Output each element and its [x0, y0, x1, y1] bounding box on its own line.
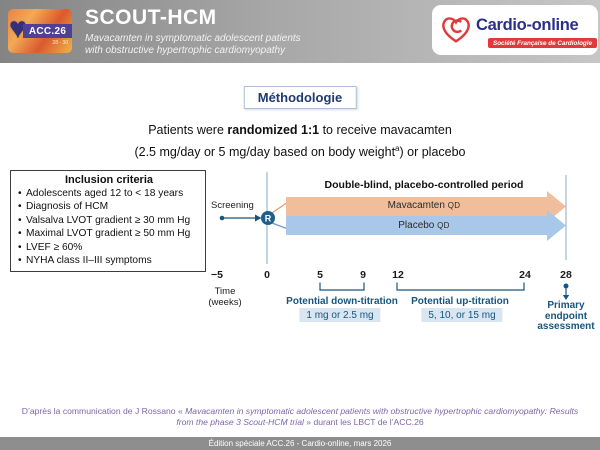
placebo-arrow [286, 210, 566, 241]
time-axis-label: Time (weeks) [200, 286, 250, 308]
randomization-circle [261, 211, 275, 225]
inclusion-item: Valsalva LVOT gradient ≥ 30 mm Hg [17, 214, 201, 228]
up-titration-label: Potential up-titration [411, 296, 509, 307]
footnote-marker: a [395, 143, 400, 153]
cardio-online-logo: Cardio-online Société Française de Cardi… [432, 5, 598, 55]
down-titration-label: Potential down-titration [286, 296, 398, 307]
endpooint-arrowhead [562, 295, 570, 300]
study-title: SCOUT-HCM [85, 6, 217, 29]
intro-line2-prefix: (2.5 mg/day or 5 mg/day based on body we… [134, 144, 396, 159]
randomization-text: Patients were randomized 1:1 to receive … [0, 122, 600, 161]
inclusion-item: NYHA class II–III symptoms [17, 254, 201, 268]
time-label: Time [214, 286, 236, 297]
header-band: ♥ ACC.26 28 - 30 SCOUT-HCM Mavacamten in… [0, 0, 600, 63]
methodologie-button[interactable]: Méthodologie [243, 86, 357, 109]
acc26-dates: 28 - 30 [52, 40, 68, 46]
period-title: Double-blind, placebo-controlled period [324, 179, 524, 191]
study-subtitle-line1: Mavacamten in symptomatic adolescent pat… [85, 33, 301, 44]
attribution-text: D’après la communication de J Rossano « … [20, 406, 580, 428]
heart-icon: ♥ [9, 12, 27, 45]
placebo-name: Placebo [398, 220, 435, 231]
cardio-online-name: Cardio-online [476, 16, 579, 34]
primary-endpoint-label: Primary endpoint assessment [537, 300, 595, 332]
tick-0: 0 [264, 269, 270, 281]
mavacamten-freq: QD [447, 201, 461, 210]
up-titration-bracket [396, 282, 525, 291]
connector-mavacamten [271, 201, 289, 214]
inclusion-title: Inclusion criteria [64, 174, 154, 186]
down-titration-doses: 1 mg or 2.5 mg [299, 308, 381, 322]
intro-line1-prefix: Patients were [148, 123, 228, 137]
title-block: SCOUT-HCM Mavacamten in symptomatic adol… [85, 6, 301, 56]
mavacamten-name: Mavacamten [387, 200, 445, 211]
inclusion-item: Adolescents aged 12 to < 18 years [17, 187, 201, 201]
randomization-letter: R [265, 214, 272, 224]
down-titration-bracket [319, 282, 365, 291]
tick-28: 28 [560, 269, 572, 281]
placebo-freq: QD [437, 221, 450, 230]
placebo-arm-label: Placebo QD [286, 220, 562, 231]
tick-24: 24 [519, 269, 531, 281]
tick-12: 12 [392, 269, 404, 281]
endpoint-dot [563, 283, 569, 289]
screening-arrowhead [255, 214, 262, 222]
tick-minus5: −5 [211, 269, 223, 281]
inclusion-item: Diagnosis of HCM [17, 200, 201, 214]
attribution-reference: Mavacamten in symptomatic adolescent pat… [176, 406, 579, 427]
mavacamten-arm-label: Mavacamten QD [286, 200, 562, 211]
intro-line1-suffix: to receive mavacamten [319, 123, 452, 137]
intro-line1-bold: randomized 1:1 [227, 123, 320, 137]
tick-9: 9 [360, 269, 366, 281]
inclusion-item: Maximal LVOT gradient ≥ 50 mm Hg [17, 227, 201, 241]
study-subtitle: Mavacamten in symptomatic adolescent pat… [85, 33, 301, 56]
attribution-suffix: » durant les LBCT de l’ACC.26 [303, 417, 424, 427]
screening-label: Screening [211, 200, 254, 211]
acc26-band: ACC.26 [23, 24, 72, 38]
acc26-label: ACC.26 [28, 25, 67, 37]
attribution-prefix: D’après la communication de J Rossano « [21, 406, 186, 416]
cardio-heart-icon [442, 17, 470, 43]
intro-line2-suffix: ) or placebo [399, 144, 466, 159]
up-titration-doses: 5, 10, or 15 mg [421, 308, 503, 322]
edition-footer-bar: Édition spéciale ACC.26 - Cardio-online,… [0, 437, 600, 450]
inclusion-item: LVEF ≥ 60% [17, 241, 201, 255]
sfc-badge: Société Française de Cardiologie [488, 38, 598, 48]
study-subtitle-line2: with obstructive hypertrophic cardiomyop… [85, 44, 286, 56]
connector-placebo [271, 222, 289, 230]
inclusion-criteria-box: Inclusion criteria Adolescents aged 12 t… [10, 170, 206, 273]
tick-5: 5 [317, 269, 323, 281]
weeks-label: (weeks) [208, 296, 242, 308]
mavacamten-arrow [286, 191, 566, 222]
acc26-logo: ♥ ACC.26 28 - 30 [8, 9, 72, 53]
